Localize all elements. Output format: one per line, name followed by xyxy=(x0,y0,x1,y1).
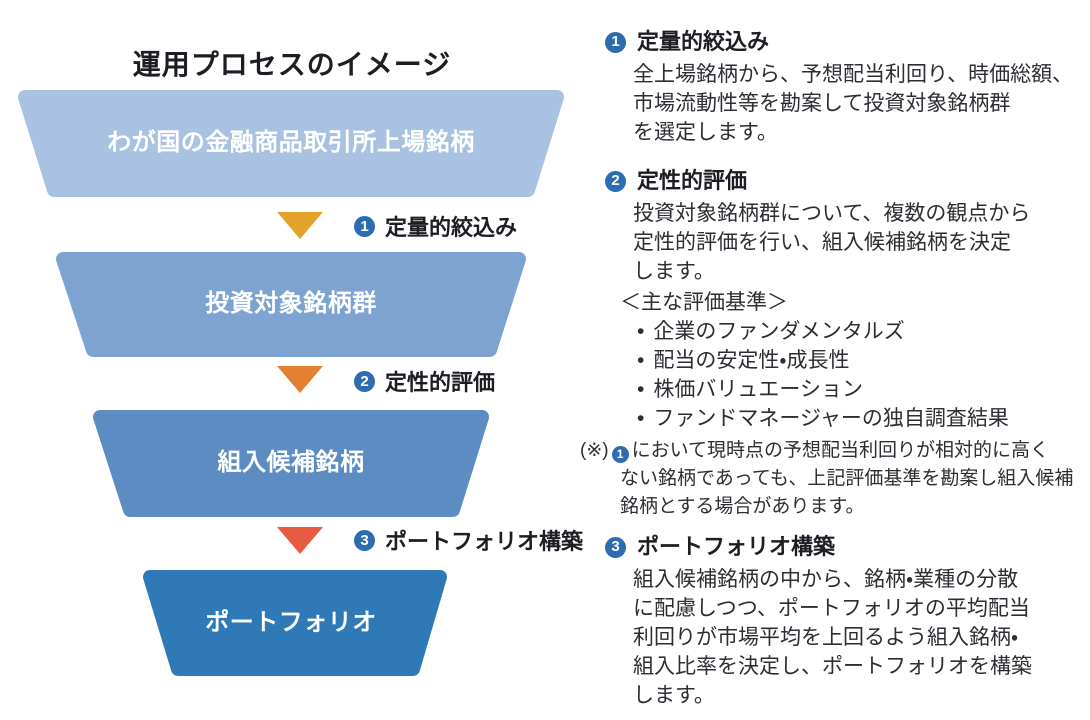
section-heading-1: 1 定量的絞込み xyxy=(605,28,1090,56)
funnel-step-label-3: ポートフォリオ構築 xyxy=(385,529,584,554)
section-heading-2: 2 定性的評価 xyxy=(605,167,1090,195)
section-heading-3: 3 ポートフォリオ構築 xyxy=(605,533,1090,561)
funnel-stage-shape-2 xyxy=(56,252,526,357)
footnote-line-2: ない銘柄であっても、上記評価基準を勘案し組入候補 xyxy=(620,468,1074,489)
footnote-prefix: (※) xyxy=(580,440,609,461)
funnel-step-label-2: 定性的評価 xyxy=(385,370,496,395)
body-line: します。 xyxy=(633,260,715,283)
body-line: 投資対象銘柄群について、複数の観点から xyxy=(633,202,1031,225)
body-line: を選定します。 xyxy=(633,121,778,144)
funnel-stage-label-3: 組入候補銘柄 xyxy=(217,449,365,476)
footnote-line-3: 銘柄とする場合があります。 xyxy=(620,496,865,517)
down-arrow-icon-2 xyxy=(277,366,323,393)
down-arrow-icon-1 xyxy=(277,212,323,239)
section-number-badge-1: 1 xyxy=(605,31,626,53)
footnote-number-badge: 1 xyxy=(611,445,629,463)
section-heading-text-3: ポートフォリオ構築 xyxy=(637,534,836,559)
step-number-badge-3: 3 xyxy=(354,529,375,551)
section-body-2: 投資対象銘柄群について、複数の観点から 定性的評価を行い、組入候補銘柄を決定 し… xyxy=(633,199,1090,286)
funnel-graphic xyxy=(18,90,564,676)
criteria-item: ファンドマネージャーの独自調査結果 xyxy=(637,404,1090,433)
funnel-step-caption-1: 1 定量的絞込み xyxy=(354,213,518,240)
funnel-stage-shape-3 xyxy=(93,410,489,517)
section-number-badge-2: 2 xyxy=(605,170,626,192)
section-number-badge-3: 3 xyxy=(605,536,626,558)
section-heading-text-2: 定性的評価 xyxy=(637,168,748,193)
funnel-stage-label-4: ポートフォリオ xyxy=(205,609,377,636)
criteria-item: 配当の安定性・成長性 xyxy=(637,346,1090,375)
section-body-3: 組入候補銘柄の中から、銘柄・業種の分散 に配慮しつつ、ポートフォリオの平均配当 … xyxy=(633,565,1090,710)
body-line: 定性的評価を行い、組入候補銘柄を決定 xyxy=(633,231,1011,254)
funnel-stage-label-2: 投資対象銘柄群 xyxy=(205,290,377,317)
criteria-list: 企業のファンダメンタルズ 配当の安定性・成長性 株価バリュエーション ファンドマ… xyxy=(637,317,1090,433)
footnote-text: において現時点の予想配当利回りが相対的に高く xyxy=(631,440,1050,461)
body-line: 市場流動性等を勘案して投資対象銘柄群 xyxy=(633,92,1011,115)
section-body-1: 全上場銘柄から、予想配当利回り、時価総額、 市場流動性等を勘案して投資対象銘柄群… xyxy=(633,60,1090,147)
body-line: 利回りが市場平均を上回るよう組入銘柄・ xyxy=(633,626,1019,649)
step-number-badge-2: 2 xyxy=(354,370,375,392)
funnel-step-label-1: 定量的絞込み xyxy=(385,215,518,240)
section-heading-text-1: 定量的絞込み xyxy=(637,29,770,54)
body-line: します。 xyxy=(633,684,715,707)
funnel-title: 運用プロセスのイメージ xyxy=(132,48,452,80)
body-line: 全上場銘柄から、予想配当利回り、時価総額、 xyxy=(633,63,1074,86)
funnel-stage-shape-1 xyxy=(18,90,564,197)
criteria-item: 株価バリュエーション xyxy=(637,375,1090,404)
body-line: に配慮しつつ、ポートフォリオの平均配当 xyxy=(633,597,1030,620)
body-line: 組入候補銘柄の中から、銘柄・業種の分散 xyxy=(633,568,1019,591)
step-number-badge-1: 1 xyxy=(354,215,375,237)
funnel-step-caption-3: 3 ポートフォリオ構築 xyxy=(354,527,584,554)
criteria-title: ＜主な評価基準＞ xyxy=(620,291,788,314)
details-panel: 1 定量的絞込み 全上場銘柄から、予想配当利回り、時価総額、 市場流動性等を勘案… xyxy=(580,0,1090,710)
criteria-item: 企業のファンダメンタルズ xyxy=(637,317,1090,346)
down-arrow-icon-3 xyxy=(277,527,323,554)
funnel-step-caption-2: 2 定性的評価 xyxy=(354,368,496,395)
funnel-stage-label-1: わが国の金融商品取引所上場銘柄 xyxy=(107,129,475,156)
body-line: 組入比率を決定し、ポートフォリオを構築 xyxy=(633,655,1032,678)
funnel-stage-shape-4 xyxy=(143,570,447,676)
